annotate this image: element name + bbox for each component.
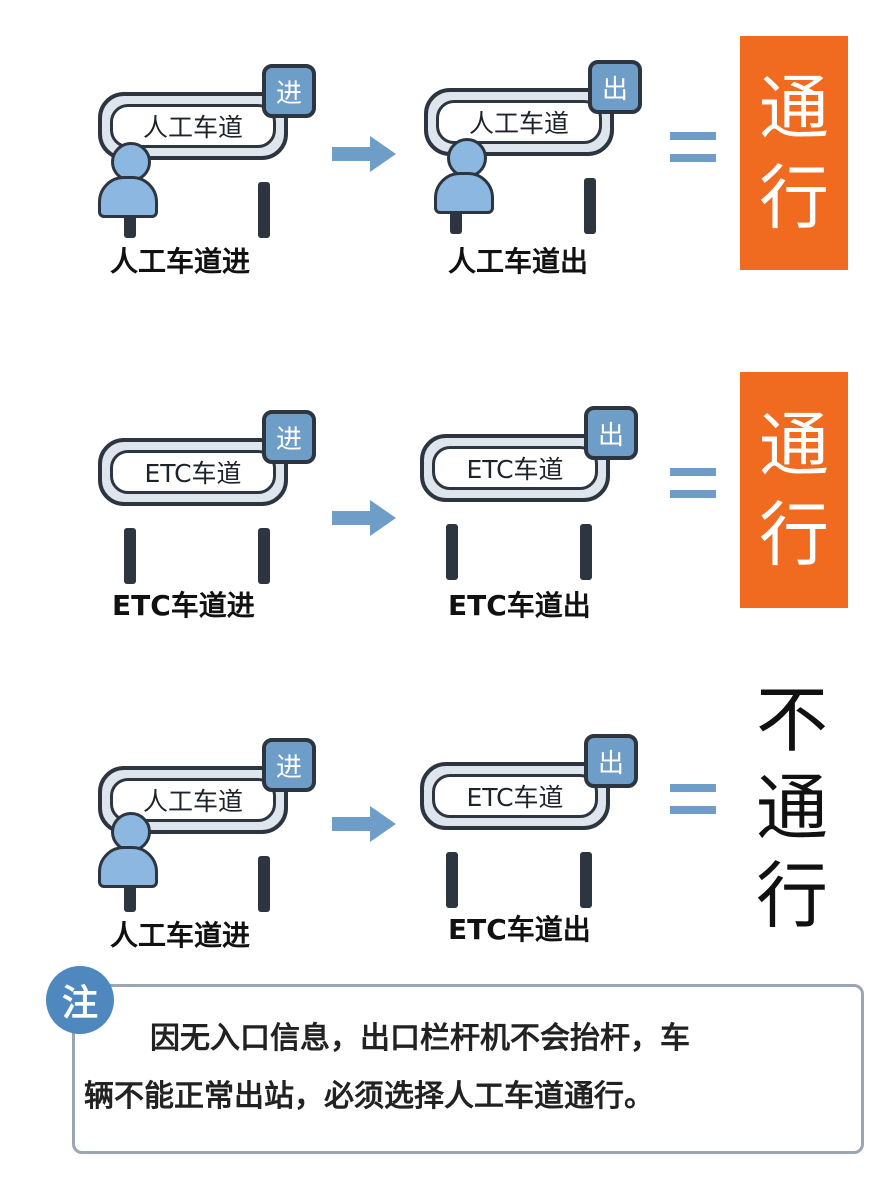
gate-board-label: 人工车道	[110, 778, 276, 822]
result-char: 行	[755, 854, 828, 938]
arrow-right-icon	[332, 136, 396, 172]
gate-board: 人工车道	[98, 92, 288, 160]
gate-board-label: ETC车道	[432, 446, 598, 490]
person-icon	[434, 138, 494, 214]
result-char: 通	[759, 67, 829, 149]
note-line-2: 辆不能正常出站，必须选择人工车道通行。	[84, 1079, 654, 1114]
entry-tag: 进	[262, 64, 316, 118]
gate-post-left	[124, 528, 136, 584]
note-text: 因无入口信息，出口栏杆机不会抬杆，车 辆不能正常出站，必须选择人工车道通行。	[84, 1010, 854, 1126]
exit-tag: 出	[584, 734, 638, 788]
exit-tag: 出	[584, 406, 638, 460]
note-badge: 注	[46, 966, 114, 1034]
gate-post-left	[446, 524, 458, 580]
person-icon	[98, 812, 158, 888]
note-box	[72, 984, 864, 1154]
equals-icon	[670, 468, 716, 500]
result-char: 行	[759, 157, 829, 239]
person-icon	[98, 142, 158, 218]
row2-exit-caption: ETC车道出	[448, 589, 591, 622]
result-char: 不	[755, 678, 828, 762]
row1-result-box: 通 行	[740, 36, 848, 270]
row1-entry-caption: 人工车道进	[110, 245, 251, 278]
gate-post-right	[258, 182, 270, 238]
note-line-1: 因无入口信息，出口栏杆机不会抬杆，车	[150, 1021, 690, 1056]
result-char: 行	[759, 494, 829, 576]
row2-entry-gate: ETC车道 进	[98, 410, 318, 588]
exit-tag: 出	[588, 60, 642, 114]
row1-entry-gate: 人工车道 进	[98, 64, 318, 242]
equals-icon	[670, 132, 716, 164]
row3-exit-gate: ETC车道 出	[420, 734, 640, 912]
row3-entry-caption: 人工车道进	[110, 919, 251, 952]
gate-board: ETC车道	[98, 438, 288, 506]
row2-result-box: 通 行	[740, 372, 848, 608]
result-char: 通	[755, 766, 828, 850]
row3-entry-gate: 人工车道 进	[98, 738, 318, 916]
arrow-right-icon	[332, 500, 396, 536]
gate-post-right	[258, 528, 270, 584]
result-char: 通	[759, 404, 829, 486]
gate-post-right	[584, 178, 596, 234]
gate-board: ETC车道	[420, 434, 610, 502]
gate-board-label: 人工车道	[110, 104, 276, 148]
arrow-right-icon	[332, 806, 396, 842]
gate-post-right	[580, 852, 592, 908]
gate-board: 人工车道	[98, 766, 288, 834]
row1-exit-caption: 人工车道出	[448, 245, 589, 278]
entry-tag: 进	[262, 738, 316, 792]
entry-tag: 进	[262, 410, 316, 464]
gate-board-label: 人工车道	[436, 100, 602, 144]
equals-icon	[670, 784, 716, 816]
row2-exit-gate: ETC车道 出	[420, 406, 640, 584]
row3-exit-caption: ETC车道出	[448, 913, 591, 946]
gate-post-left	[446, 852, 458, 908]
gate-post-right	[580, 524, 592, 580]
gate-board: ETC车道	[420, 762, 610, 830]
row2-entry-caption: ETC车道进	[112, 589, 255, 622]
gate-board-label: ETC车道	[432, 774, 598, 818]
gate-post-right	[258, 856, 270, 912]
gate-board-label: ETC车道	[110, 450, 276, 494]
row3-result-text: 不 通 行	[742, 676, 842, 940]
